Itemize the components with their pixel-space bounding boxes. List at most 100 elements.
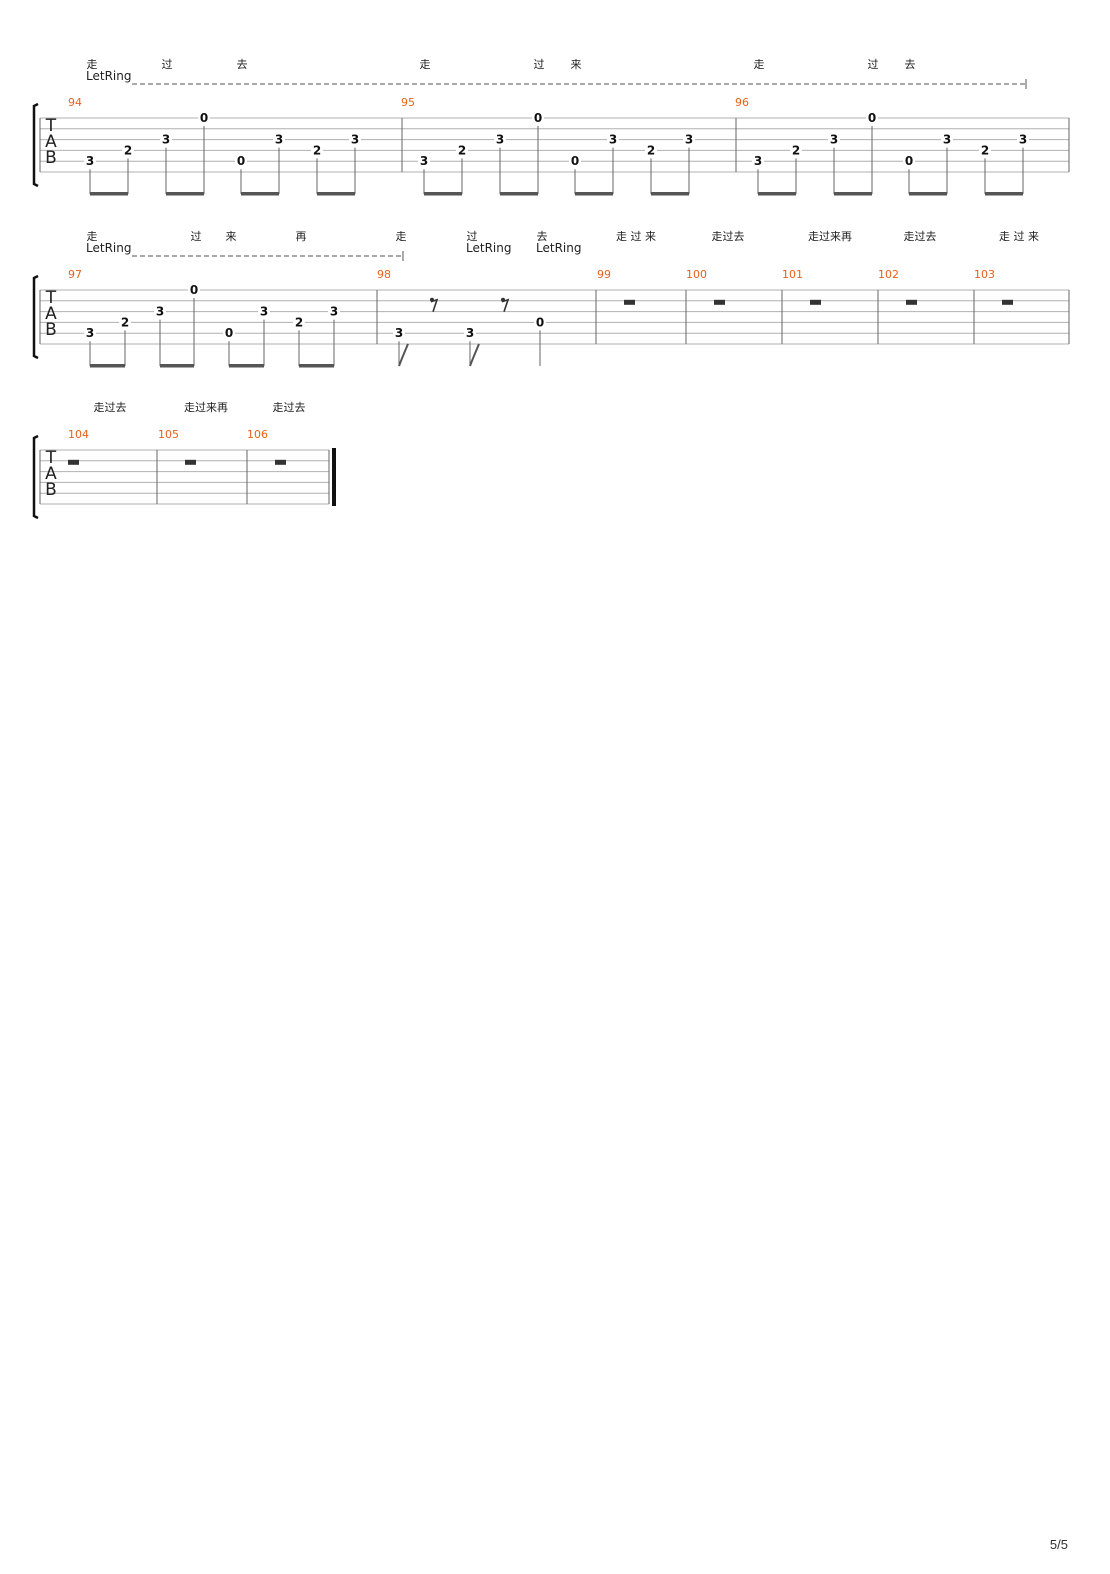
eighth-beam: [909, 192, 947, 196]
eighth-beam: [758, 192, 796, 196]
eighth-beam: [575, 192, 613, 196]
fret-number: 0: [237, 154, 245, 168]
eighth-beam: [424, 192, 462, 196]
fret-number: 0: [534, 111, 542, 125]
lyric-syllable: 过: [534, 58, 545, 71]
eighth-beam: [834, 192, 872, 196]
lyric-syllable: 过: [191, 230, 202, 243]
fret-number-bg: [293, 314, 305, 327]
fret-number-bg: [645, 142, 657, 155]
fret-number-bg: [328, 303, 340, 316]
fret-number-bg: [683, 131, 695, 144]
tab-clef-letter: B: [45, 320, 57, 340]
fret-number: 3: [685, 133, 693, 147]
tab-clef-letter: A: [45, 464, 57, 484]
measure-number: 94: [68, 96, 82, 109]
system-bracket: [32, 102, 39, 188]
fret-number-bg: [349, 131, 361, 144]
whole-rest: [275, 459, 286, 465]
fret-number-bg: [790, 142, 802, 155]
lyric-syllable: 来: [226, 230, 237, 243]
fret-number: 2: [121, 315, 129, 329]
fret-number: 3: [1019, 133, 1027, 147]
lyric-syllable: 过: [868, 58, 879, 71]
tab-clef-letter: B: [45, 480, 57, 500]
measure-number: 97: [68, 268, 82, 281]
fret-number: 2: [458, 143, 466, 157]
fret-number: 3: [156, 305, 164, 319]
whole-rest: [68, 459, 79, 465]
lyric-syllable: 去: [905, 58, 916, 71]
fret-number: 2: [792, 143, 800, 157]
fret-number-bg: [273, 131, 285, 144]
fret-number: 3: [830, 133, 838, 147]
eighth-beam: [241, 192, 279, 196]
lyric-syllable: 再: [296, 230, 307, 243]
lyric-syllable: 走过去: [273, 401, 306, 414]
fret-number-bg: [941, 131, 953, 144]
fret-number: 3: [496, 133, 504, 147]
fret-number: 0: [200, 111, 208, 125]
lyric-syllable: 走: [87, 230, 98, 243]
tab-clef-letter: T: [45, 116, 57, 136]
fret-number: 3: [86, 326, 94, 340]
measure-number: 103: [974, 268, 995, 281]
fret-number: 2: [981, 143, 989, 157]
fret-number-bg: [456, 142, 468, 155]
fret-number: 0: [868, 111, 876, 125]
lyric-syllable: 走 过 来: [999, 230, 1039, 243]
eighth-beam: [90, 192, 128, 196]
fret-number: 3: [86, 154, 94, 168]
eighth-beam: [299, 364, 334, 368]
eighth-rest: [430, 298, 439, 313]
fret-number-bg: [235, 153, 247, 166]
fret-number: 3: [943, 133, 951, 147]
eighth-beam: [229, 364, 264, 368]
fret-number-bg: [1017, 131, 1029, 144]
fret-number-bg: [569, 153, 581, 166]
whole-rest: [624, 299, 635, 305]
fret-number-bg: [311, 142, 323, 155]
eighth-rest: [501, 298, 510, 313]
fret-number-bg: [258, 303, 270, 316]
measure-number: 101: [782, 268, 803, 281]
lyric-syllable: 过: [162, 58, 173, 71]
fret-number: 2: [647, 143, 655, 157]
tab-clef-letter: A: [45, 304, 57, 324]
eighth-beam: [160, 364, 194, 368]
whole-rest: [1002, 299, 1013, 305]
measure-number: 98: [377, 268, 391, 281]
fret-number: 0: [905, 154, 913, 168]
fret-number-bg: [198, 110, 210, 122]
fret-number: 3: [395, 326, 403, 340]
fret-number: 3: [420, 154, 428, 168]
fret-number-bg: [534, 314, 546, 327]
fret-number: 0: [190, 283, 198, 297]
measure-number: 95: [401, 96, 415, 109]
fret-number-bg: [494, 131, 506, 144]
fret-number-bg: [223, 325, 235, 338]
fret-number: 3: [330, 305, 338, 319]
fret-number-bg: [119, 314, 131, 327]
eighth-flag: [398, 343, 409, 367]
measure-number: 100: [686, 268, 707, 281]
tab-clef-letter: T: [45, 288, 57, 308]
system-bracket: [32, 434, 39, 520]
measure-number: 104: [68, 428, 89, 441]
fret-number-bg: [84, 153, 96, 166]
lyric-syllable: 走过去: [712, 230, 745, 243]
eighth-beam: [166, 192, 204, 196]
whole-rest: [906, 299, 917, 305]
fret-number: 0: [571, 154, 579, 168]
measure-number: 96: [735, 96, 749, 109]
measure-number: 106: [247, 428, 268, 441]
fret-number-bg: [188, 282, 200, 294]
final-barline-thick: [332, 448, 336, 506]
fret-number-bg: [607, 131, 619, 144]
eighth-flag: [469, 343, 480, 367]
lyric-syllable: 来: [571, 58, 582, 71]
lyric-syllable: 去: [537, 230, 548, 243]
measure-number: 102: [878, 268, 899, 281]
